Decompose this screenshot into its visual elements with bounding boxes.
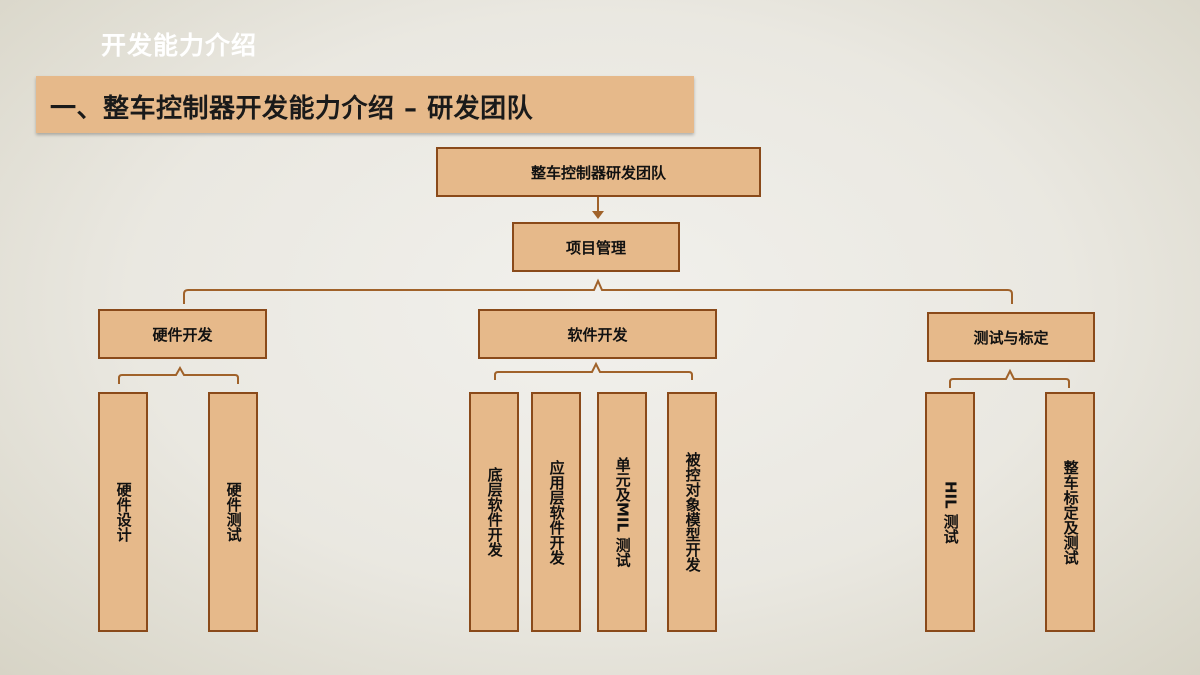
title-banner: 一、整车控制器开发能力介绍 – 研发团队 [36, 76, 694, 133]
node-project-management-label: 项目管理 [565, 238, 626, 257]
node-root: 整车控制器研发团队 [436, 147, 761, 197]
node-software-label: 软件开发 [567, 325, 628, 344]
groups-bracket [183, 278, 1013, 304]
node-hardware: 硬件开发 [98, 309, 267, 359]
node-hardware-label: 硬件开发 [152, 325, 213, 344]
node-software: 软件开发 [478, 309, 717, 359]
leaf-application-software: 应用层软件开发 [531, 392, 581, 632]
banner-title: 一、整车控制器开发能力介绍 – 研发团队 [50, 94, 534, 124]
leaf-base-software: 底层软件开发 [469, 392, 519, 632]
leaf-vehicle-calibration: 整车标定及测试 [1045, 392, 1095, 632]
node-root-label: 整车控制器研发团队 [530, 163, 666, 182]
leaf-unit-mil-test: 单元及MIL 测试 [597, 392, 647, 632]
arrow-head-icon [592, 211, 604, 219]
leaf-hil-test-label: HIL 测试 [941, 480, 960, 544]
leaf-unit-mil-test-label: 单元及MIL 测试 [613, 456, 632, 568]
section-title: 开发能力介绍 [101, 31, 258, 60]
leaf-base-software-label: 底层软件开发 [485, 467, 504, 557]
test-bracket [949, 368, 1070, 388]
leaf-hil-test: HIL 测试 [925, 392, 975, 632]
leaf-hardware-test: 硬件测试 [208, 392, 258, 632]
leaf-plant-model-label: 被控对象模型开发 [683, 452, 702, 572]
hardware-bracket [118, 365, 239, 384]
node-test-calibration: 测试与标定 [927, 312, 1095, 362]
node-project-management: 项目管理 [512, 222, 680, 272]
node-test-calibration-label: 测试与标定 [973, 328, 1049, 347]
leaf-vehicle-calibration-label: 整车标定及测试 [1061, 459, 1080, 565]
leaf-hardware-design: 硬件设计 [98, 392, 148, 632]
software-bracket [494, 361, 693, 380]
leaf-application-software-label: 应用层软件开发 [547, 459, 566, 565]
leaf-hardware-test-label: 硬件测试 [224, 482, 243, 542]
leaf-plant-model: 被控对象模型开发 [667, 392, 717, 632]
leaf-hardware-design-label: 硬件设计 [114, 482, 133, 542]
